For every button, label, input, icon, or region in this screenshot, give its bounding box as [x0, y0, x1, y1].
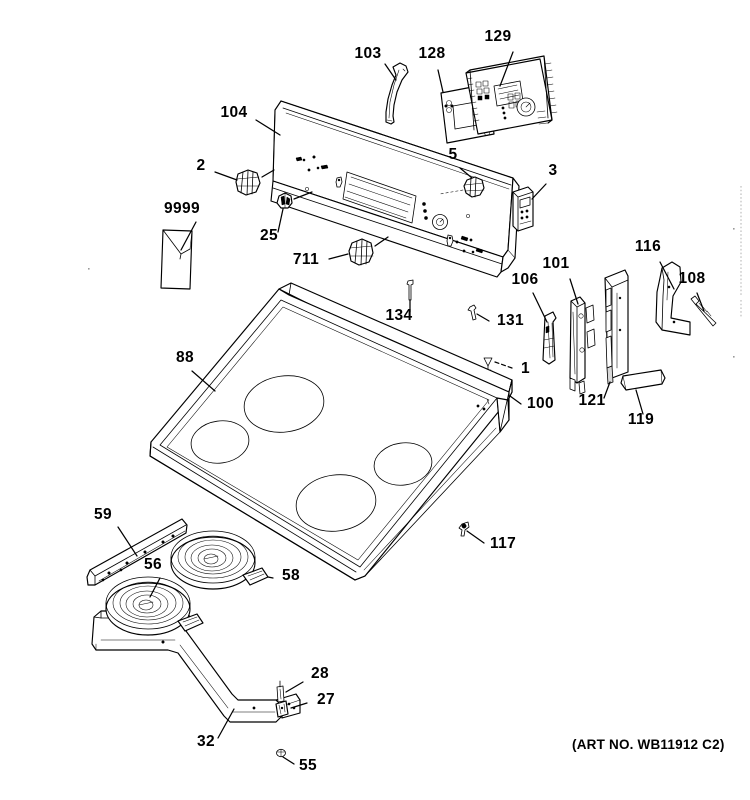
- knob-small-5: [463, 176, 485, 198]
- callout-59: 59: [94, 506, 112, 523]
- switch-block-3: [512, 186, 534, 232]
- terminal-block-27: [275, 700, 289, 718]
- panel-graphic-right: [446, 234, 484, 254]
- chassis-screw-55: [276, 748, 286, 758]
- callout-5: 5: [448, 146, 457, 163]
- callout-121: 1: [521, 360, 530, 377]
- leader-117: [466, 530, 485, 544]
- callout-9999: 9999: [164, 200, 200, 217]
- surface-burner-knob-2: [235, 169, 261, 196]
- callout-106: 106: [511, 271, 538, 288]
- board-keypad-left: [475, 80, 490, 101]
- leader-25: [277, 208, 284, 233]
- callout-58: 58: [282, 567, 300, 584]
- infinite-switch-knob-711: [348, 238, 374, 266]
- spacer-bar-88: [620, 369, 666, 391]
- bent-rod-bracket-103: [385, 62, 409, 125]
- callout-27: 27: [317, 691, 335, 708]
- scan-edge-artifact: [88, 186, 742, 358]
- burner-zone-front-right: [295, 474, 377, 532]
- leader-25b: [293, 191, 313, 200]
- burner-zone-front-left: [190, 420, 250, 464]
- leader-101: [569, 278, 579, 305]
- callout-711: 711: [293, 251, 319, 268]
- callout-116: 116: [635, 238, 661, 255]
- leader-27: [290, 702, 308, 709]
- callout-1: 88: [176, 349, 194, 366]
- knob-retainer-clip-25: [276, 192, 293, 209]
- callout-134: 108: [678, 270, 705, 287]
- callout-32: 32: [197, 733, 215, 750]
- burner-zone-rear-right: [373, 442, 433, 486]
- callout-3: 3: [548, 162, 557, 179]
- art-number-label: (ART NO. WB11912 C2): [572, 737, 725, 752]
- leader-2: [214, 171, 238, 181]
- callout-117: 117: [490, 535, 516, 552]
- assembly-axis-5: [439, 189, 464, 195]
- small-screw-108: [467, 304, 477, 321]
- leader-711: [328, 253, 349, 260]
- element-support-rail-59: [86, 518, 188, 586]
- leader-56: [149, 577, 161, 598]
- callout-104: 104: [220, 104, 247, 121]
- hinge-receiver-bracket-101: [569, 296, 596, 395]
- callout-128: 128: [418, 45, 445, 62]
- leader-1: [191, 370, 216, 392]
- leader-121: [494, 361, 513, 369]
- overlay-icon-cluster-left: [444, 100, 454, 113]
- callout-119: 100: [527, 395, 554, 412]
- leader-9999: [180, 221, 197, 251]
- leader-5: [459, 167, 473, 179]
- callout-131: 134: [385, 307, 412, 324]
- panel-mounting-screw-131: [406, 279, 414, 301]
- callout-101: 101: [542, 255, 569, 272]
- leader-100: [603, 381, 611, 399]
- surface-heating-element-small-56: [105, 576, 204, 636]
- callout-55: 55: [299, 757, 317, 774]
- side-trim-end-cap-116: [655, 261, 691, 336]
- leader-28: [285, 681, 304, 693]
- leader-128: [437, 69, 444, 93]
- glass-ceramic-cooktop-1: [149, 282, 513, 581]
- electronic-control-board-129: [465, 55, 558, 135]
- panel-graphic-left: [295, 155, 343, 188]
- burner-zone-rear-left: [243, 375, 325, 433]
- callout-103: 103: [354, 45, 381, 62]
- board-edge-connector-right: [544, 62, 558, 114]
- callout-100: 121: [578, 392, 605, 409]
- leader-116: [659, 261, 675, 290]
- leader-134: [696, 292, 705, 312]
- screw-cooktop-mount-117: [458, 521, 470, 537]
- leader-32: [217, 708, 235, 739]
- callout-56: 56: [144, 556, 162, 573]
- rear-side-panel-bracket-100: [604, 269, 629, 385]
- leader-119: [509, 395, 522, 405]
- callout-88: 119: [628, 411, 654, 428]
- callout-28: 28: [311, 665, 329, 682]
- board-edge-connector-left: [466, 77, 480, 122]
- callout-25: 25: [260, 227, 278, 244]
- leader-103: [384, 63, 397, 81]
- leader-55: [282, 756, 295, 765]
- callout-108: 131: [497, 312, 524, 329]
- leader-106: [532, 292, 548, 323]
- leader-711b: [374, 236, 389, 247]
- latch-strike-plate-106: [542, 311, 557, 365]
- leader-104: [255, 119, 281, 136]
- control-panel-housing-104: [270, 100, 520, 278]
- leader-2b: [261, 169, 275, 178]
- leader-108: [476, 313, 490, 322]
- leader-58: [267, 576, 274, 579]
- leader-3: [531, 183, 547, 200]
- callout-2: 2: [196, 157, 205, 174]
- control-panel-display-window: [342, 171, 417, 224]
- callout-129: 129: [484, 28, 511, 45]
- leader-129: [499, 51, 514, 87]
- surface-heating-element-large-58: [170, 530, 269, 590]
- leader-59: [117, 526, 138, 557]
- leader-88: [635, 389, 644, 415]
